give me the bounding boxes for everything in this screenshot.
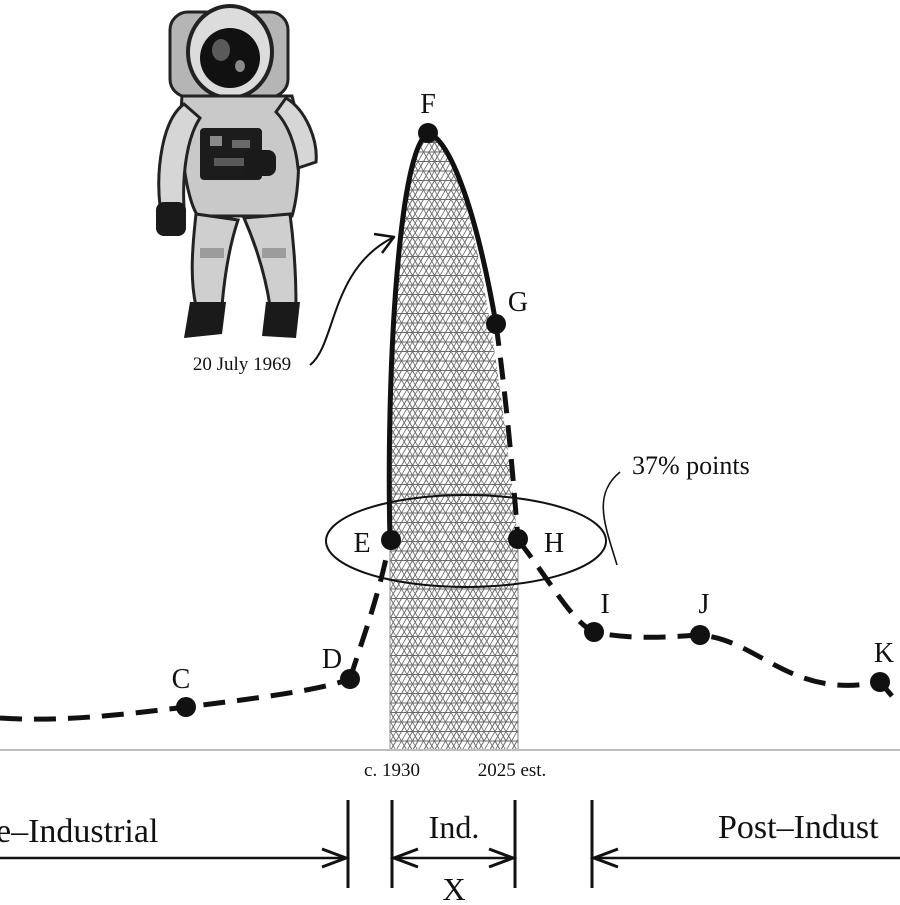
era-industrial-label: Ind. <box>429 809 480 845</box>
axis-end-label: 2025 est. <box>478 760 547 781</box>
point-g <box>486 314 506 334</box>
label-g: G <box>508 287 528 318</box>
label-e: E <box>353 528 370 559</box>
ellipse-leader-line <box>602 471 621 566</box>
era-post-industrial <box>589 800 900 888</box>
curve-e-f <box>386 130 430 541</box>
curve-f-g <box>426 130 499 325</box>
era-industrial <box>389 800 518 888</box>
label-h: H <box>544 528 564 559</box>
curve-d-to-e <box>347 539 393 680</box>
astronaut-arrowhead <box>373 232 396 254</box>
point-f <box>418 123 438 143</box>
point-c <box>176 697 196 717</box>
era-pre-industrial <box>0 800 351 888</box>
axis-start-label: c. 1930 <box>364 760 420 781</box>
industrial-peak-area <box>389 133 518 750</box>
point-h <box>508 529 528 549</box>
label-i: I <box>600 589 609 620</box>
point-e <box>381 530 401 550</box>
label-k: K <box>874 638 894 669</box>
astronaut-icon <box>156 4 318 338</box>
era-industrial-x-label: X <box>442 871 465 900</box>
curve-post-industrial <box>516 538 881 688</box>
label-c: C <box>172 664 191 695</box>
thirty-seven-percent-ellipse <box>325 494 607 588</box>
era-post-industrial-label: Post–Indust <box>718 809 879 846</box>
era-pre-industrial-label: e–Industrial <box>0 813 158 850</box>
label-f: F <box>420 89 436 120</box>
point-j <box>690 625 710 645</box>
astronaut-arrow <box>309 237 393 366</box>
label-j: J <box>699 589 710 620</box>
curve-g-h <box>493 323 521 541</box>
astronaut-caption: 20 July 1969 <box>193 354 291 375</box>
label-d: D <box>322 644 342 675</box>
point-k <box>870 672 890 692</box>
point-i <box>584 622 604 642</box>
ellipse-label: 37% points <box>632 451 750 480</box>
point-d <box>340 669 360 689</box>
